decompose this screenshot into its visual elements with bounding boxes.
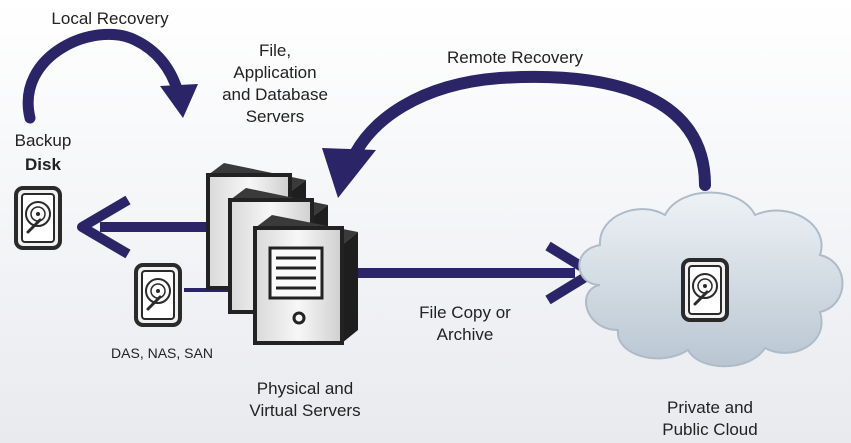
local-recovery-label: Local Recovery [51,9,169,28]
remote-recovery-label: Remote Recovery [446,48,584,67]
remote-recovery-arrow [322,70,711,198]
archive-arrow [355,241,597,305]
local-recovery-arrow [22,28,198,124]
file-copy-label: File Copy or Archive [419,303,511,344]
servers-label: File, Application and Database Servers [222,41,328,126]
backup-arrow [77,195,212,259]
server-icon [206,163,358,345]
backup-label: Backup [14,131,72,150]
physical-virtual-label: Physical and Virtual Servers [249,379,361,420]
das-nas-san-label: DAS, NAS, SAN [111,345,213,361]
hard-disk-icon [14,186,62,250]
cloud-label: Private and Public Cloud [662,398,758,439]
disk-label: Disk [25,155,61,174]
hard-disk-icon [681,258,729,322]
hard-disk-icon [134,263,182,327]
